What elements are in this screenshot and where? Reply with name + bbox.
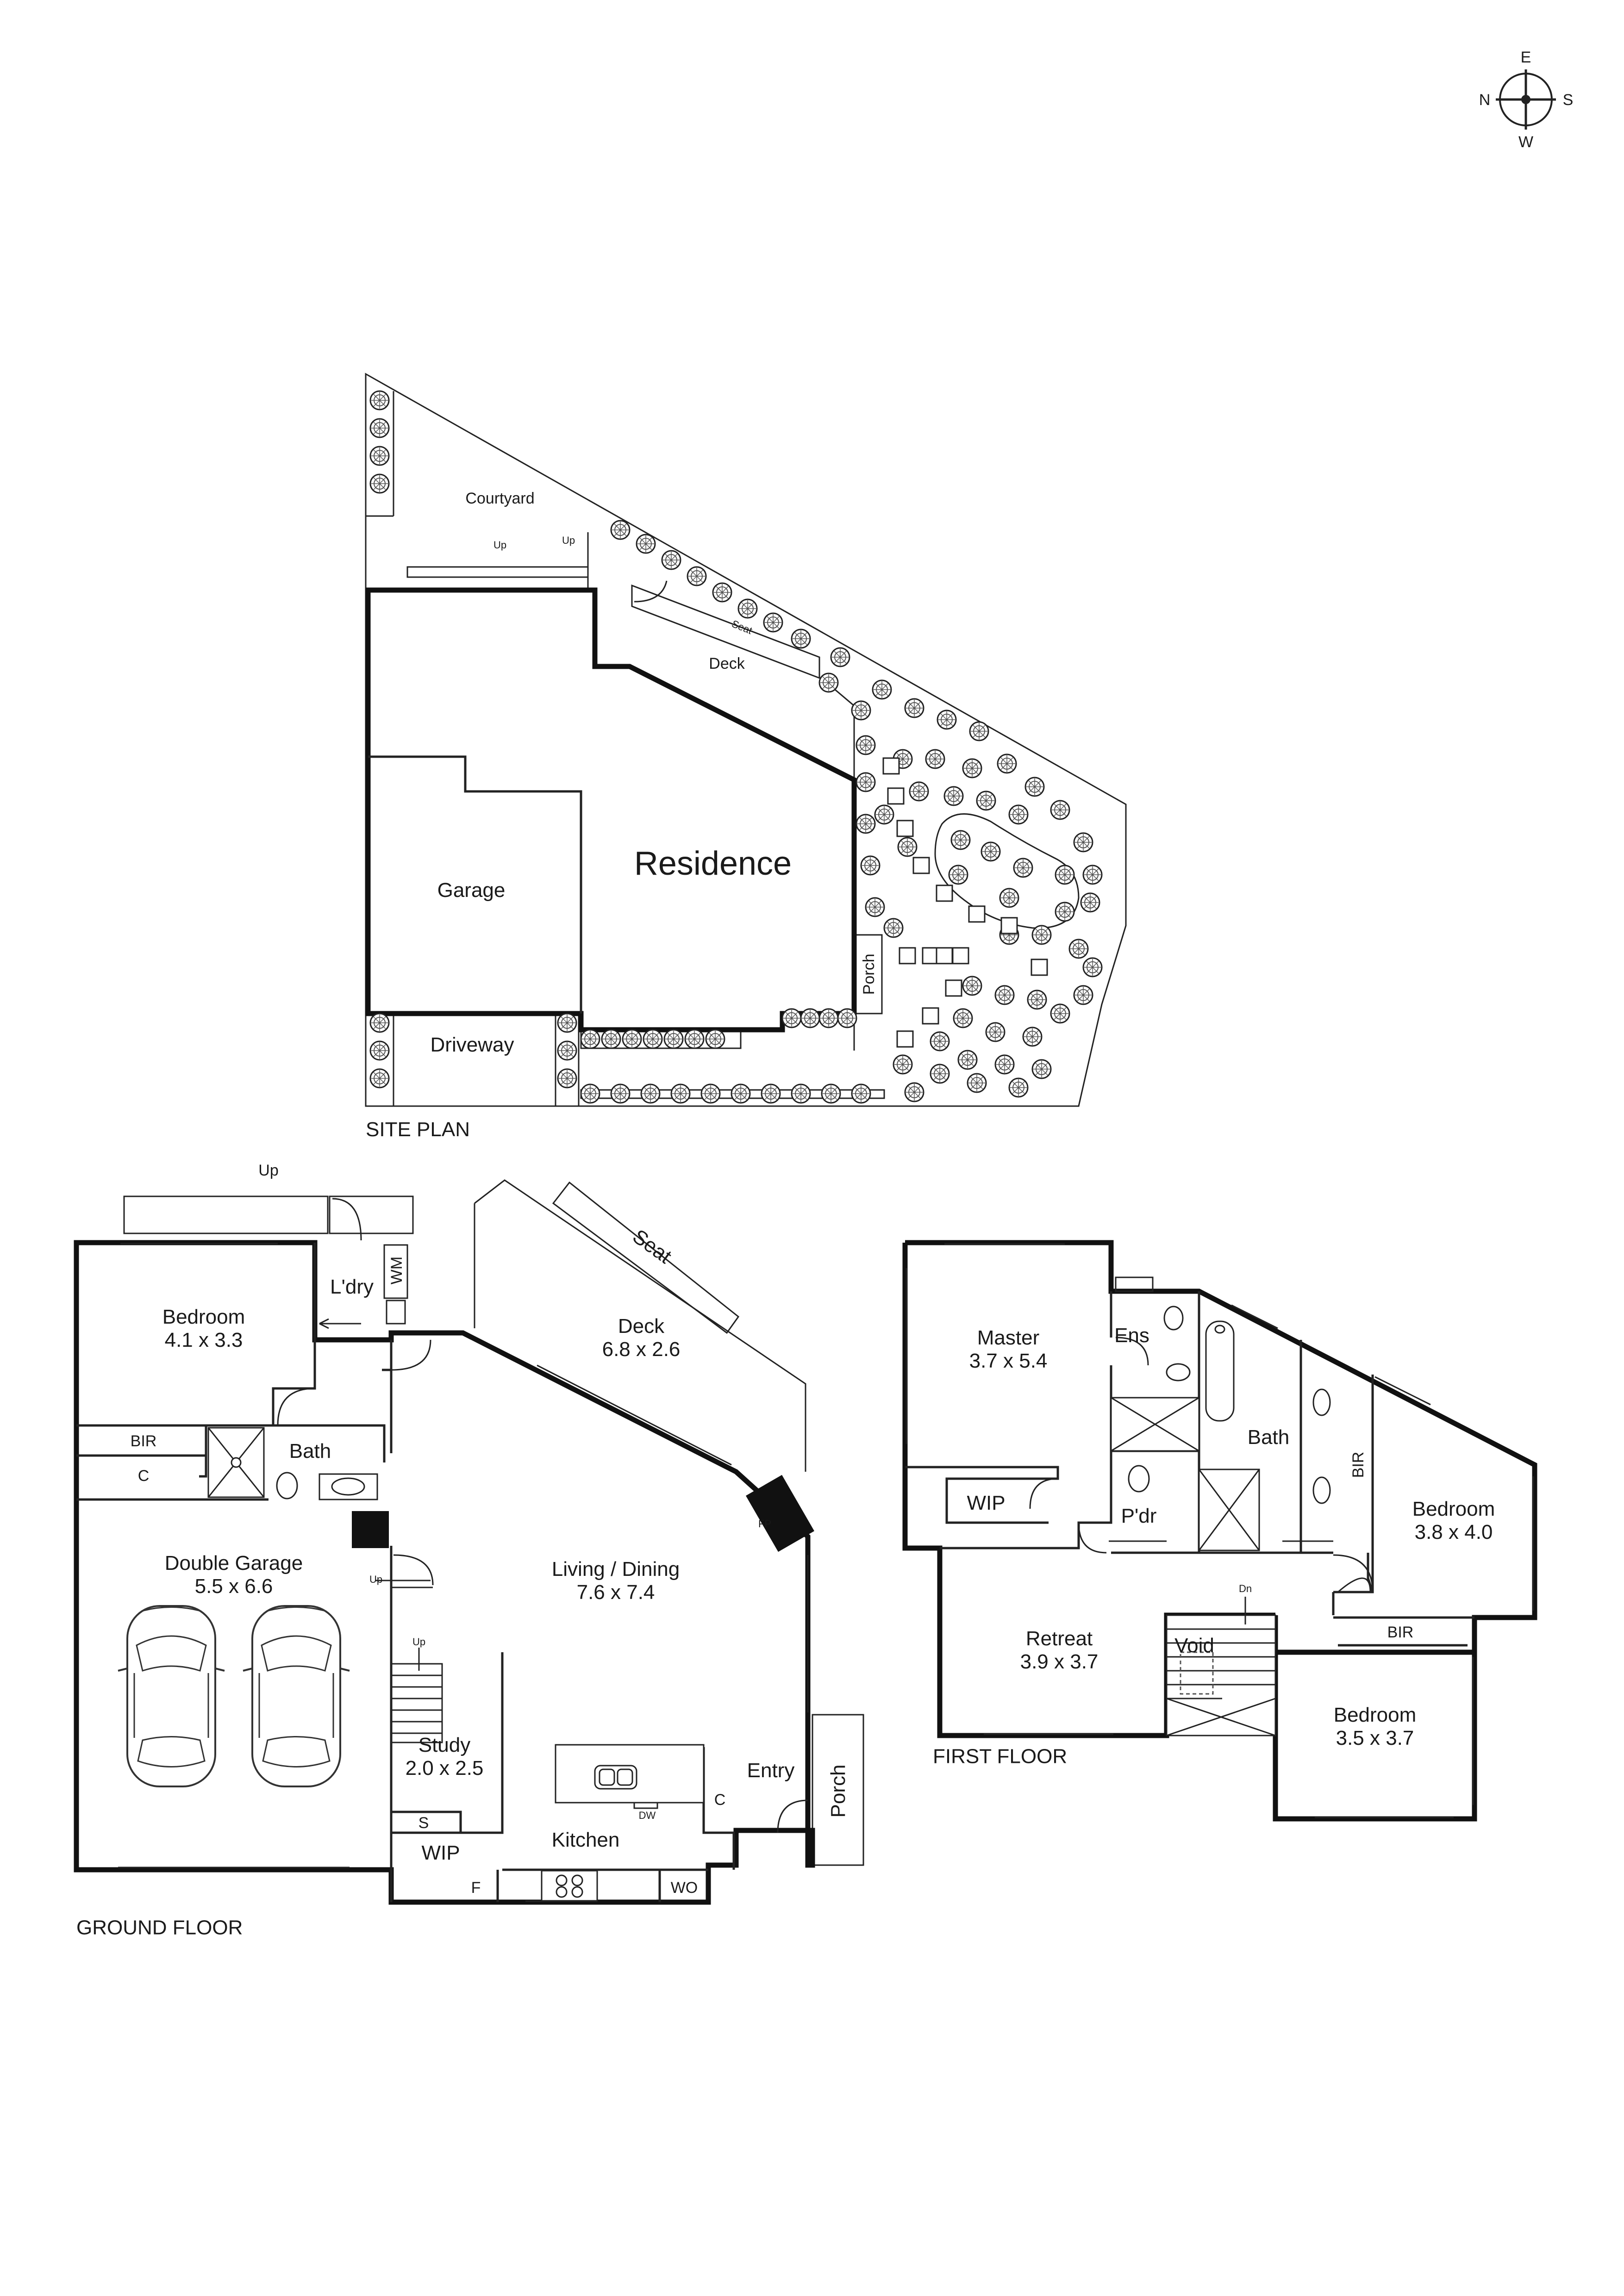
gf-dishwasher-label: DW <box>639 1810 656 1821</box>
compass-north-label: N <box>1479 91 1491 109</box>
ff-master-name: Master <box>977 1326 1039 1349</box>
site-up-label-1: Up <box>493 539 506 551</box>
ff-void-label: Void <box>1174 1634 1214 1657</box>
gf-entry-label: Entry <box>747 1759 795 1782</box>
compass-east-label: E <box>1521 49 1531 66</box>
gf-laundry-label: L'dry <box>330 1276 374 1298</box>
ff-bir-label-1: BIR <box>1349 1452 1367 1478</box>
ff-master-size: 3.7 x 5.4 <box>969 1350 1048 1372</box>
gf-study-name: Study <box>418 1734 471 1756</box>
ff-bath-label: Bath <box>1248 1426 1290 1449</box>
ff-stair-down-label: Dn <box>1239 1583 1252 1594</box>
ff-bedroom-2-size: 3.5 x 3.7 <box>1336 1727 1414 1749</box>
ff-bedroom-1-name: Bedroom <box>1412 1498 1495 1520</box>
gf-deck-name: Deck <box>618 1315 665 1338</box>
gf-washing-machine-label: WM <box>388 1257 406 1284</box>
ff-retreat-name: Retreat <box>1026 1627 1093 1650</box>
ff-bedroom-1-size: 3.8 x 4.0 <box>1415 1521 1493 1543</box>
gf-porch-label: Porch <box>827 1765 849 1818</box>
first-floor: Master 3.7 x 5.4 Ens WIP P'dr Bath BIR B… <box>902 1240 1537 1822</box>
site-garage-label: Garage <box>437 879 506 902</box>
gf-wall-oven-label: WO <box>671 1879 698 1897</box>
compass-west-label: W <box>1518 133 1533 151</box>
ff-powder-room-label: P'dr <box>1121 1505 1157 1527</box>
ff-retreat-size: 3.9 x 3.7 <box>1020 1650 1099 1673</box>
gf-kitchen-label: Kitchen <box>552 1829 620 1851</box>
site-courtyard-label: Courtyard <box>465 490 534 507</box>
gf-living-dining-size: 7.6 x 7.4 <box>577 1581 655 1604</box>
ground-floor-caption: GROUND FLOOR <box>76 1916 243 1939</box>
gf-bath-label: Bath <box>289 1440 331 1462</box>
compass-south-label: S <box>1563 91 1574 109</box>
gf-wip-label: WIP <box>421 1842 460 1864</box>
gf-living-dining-name: Living / Dining <box>552 1558 680 1580</box>
site-deck-label: Deck <box>709 655 745 672</box>
gf-up-label-top: Up <box>258 1162 278 1179</box>
ground-floor: Up Bedroom 4.1 x 3.3 L'dry WM Bath BIR C… <box>74 1162 864 1939</box>
site-plan: Courtyard Up Up Deck Seat Residence Gara… <box>365 373 1127 1141</box>
gf-bedroom-name: Bedroom <box>162 1306 245 1328</box>
gf-cupboard-label: C <box>138 1467 150 1485</box>
gf-study-size: 2.0 x 2.5 <box>406 1757 484 1780</box>
site-up-label-2: Up <box>562 535 575 546</box>
gf-up-label-garage: Up <box>369 1574 382 1585</box>
gf-bedroom-size: 4.1 x 3.3 <box>165 1329 243 1351</box>
site-seat-label: Seat <box>730 618 754 636</box>
site-plan-caption: SITE PLAN <box>366 1118 470 1141</box>
gf-deck-size: 6.8 x 2.6 <box>602 1338 681 1361</box>
compass: E N S W <box>1479 49 1574 151</box>
first-floor-caption: FIRST FLOOR <box>933 1745 1067 1768</box>
site-residence-label: Residence <box>634 845 792 882</box>
site-driveway-label: Driveway <box>431 1033 514 1056</box>
ff-bir-label-2: BIR <box>1387 1624 1414 1641</box>
gf-double-garage-size: 5.5 x 6.6 <box>195 1575 273 1598</box>
gf-shelf-label: S <box>418 1814 429 1832</box>
ff-bedroom-2-name: Bedroom <box>1334 1704 1417 1726</box>
gf-fridge-label: F <box>471 1879 481 1897</box>
ff-ensuite-label: Ens <box>1114 1324 1149 1347</box>
ff-wip-label: WIP <box>967 1492 1005 1514</box>
gf-fireplace-label: FP <box>758 1518 771 1530</box>
gf-up-label-stair: Up <box>412 1636 425 1648</box>
site-porch-label: Porch <box>860 954 878 995</box>
gf-double-garage-name: Double Garage <box>165 1552 303 1574</box>
gf-cupboard-label-2: C <box>714 1791 726 1809</box>
gf-bir-label: BIR <box>131 1432 157 1450</box>
